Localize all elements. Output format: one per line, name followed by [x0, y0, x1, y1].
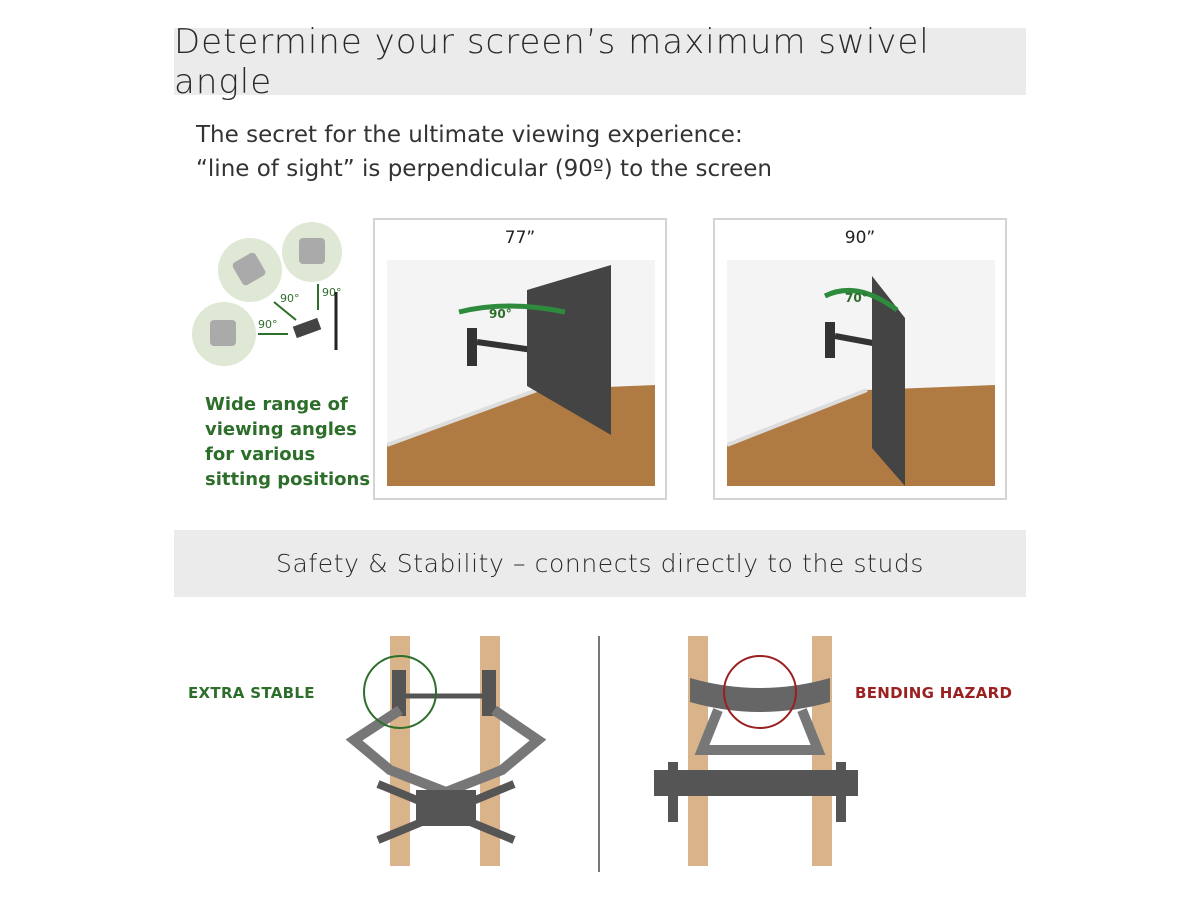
bending-hazard-callout: BENDING HAZARD: [855, 684, 1013, 702]
extra-stable-callout: EXTRA STABLE: [188, 684, 315, 702]
swivel-panel-77: 77” 90°: [373, 218, 667, 500]
bending-plate: [690, 678, 830, 712]
sitting-positions-diagram: 90° 90° 90°: [192, 222, 342, 366]
wall-bracket: [467, 328, 477, 366]
stud-bracket: [482, 670, 496, 716]
page-title: Determine your screen’s maximum swivel a…: [174, 21, 930, 102]
swivel-panel-90: 90” 70°: [713, 218, 1007, 500]
swivel-arrow-icon: [823, 288, 899, 313]
highlight-circle-icon: [363, 655, 437, 729]
viewing-angles-caption: Wide range of viewing angles for various…: [205, 394, 371, 490]
intro-line-2: “line of sight” is perpendicular (90º) t…: [196, 156, 772, 182]
chair-icon: [299, 238, 325, 264]
angle-label: 90°: [322, 286, 342, 299]
room-illustration: 90°: [387, 260, 655, 486]
hazard-circle-icon: [723, 655, 797, 729]
intro-line-1: The secret for the ultimate viewing expe…: [196, 122, 743, 148]
tv-icon: [292, 317, 322, 339]
tv-screen: [872, 276, 905, 486]
wood-floor: [727, 385, 995, 486]
swivel-angle-label: 90°: [489, 307, 512, 321]
hazard-mount-illustration: [654, 636, 858, 866]
section-title: Safety & Stability – connects directly t…: [275, 549, 925, 578]
stable-mount-illustration: [345, 636, 547, 866]
screen-size-label: 90”: [844, 228, 876, 248]
heading-banner: Determine your screen’s maximum swivel a…: [174, 22, 1026, 102]
angle-label: 90°: [258, 318, 278, 331]
screen-size-label: 77”: [504, 228, 536, 248]
chair-icon: [210, 320, 236, 346]
stud-bracket: [392, 670, 406, 716]
mount-arm: [694, 708, 826, 755]
swivel-angle-label: 70°: [845, 291, 868, 305]
arrow-icon: [273, 301, 297, 321]
room-illustration: 70°: [727, 260, 995, 486]
swivel-arrow-icon: [458, 303, 566, 315]
divider: [598, 636, 600, 872]
chair-icon: [232, 252, 266, 286]
angle-label: 90°: [280, 292, 300, 305]
wall-bracket: [825, 322, 835, 358]
safety-banner: Safety & Stability – connects directly t…: [174, 530, 1026, 597]
tv-plate: [654, 770, 858, 796]
